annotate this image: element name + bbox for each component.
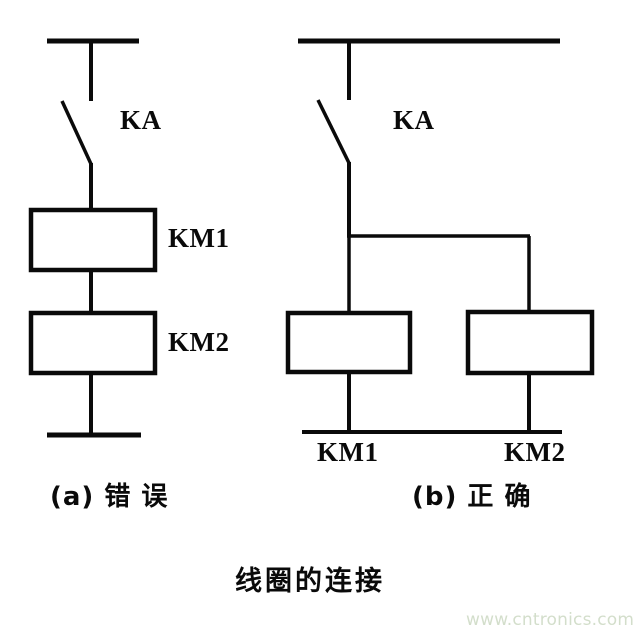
left-km2-coil-box <box>28 310 158 376</box>
label-right-ka: KA <box>393 105 435 135</box>
figure-title: 线圈的连接 <box>235 566 385 597</box>
label-right-km2: KM2 <box>504 437 566 467</box>
circuit-right-parallel <box>285 38 595 434</box>
left-km1-coil-box <box>28 207 158 273</box>
left-ka-switch-blade <box>60 100 93 165</box>
label-left-km1: KM1 <box>168 223 230 253</box>
caption-panel-a: (a) 错 误 <box>50 482 169 512</box>
label-right-km1: KM1 <box>317 437 379 467</box>
circuit-left-series <box>28 38 158 438</box>
label-left-km2: KM2 <box>168 327 230 357</box>
watermark-url: www.cntronics.com <box>466 610 635 630</box>
right-km1-coil-box <box>285 310 413 375</box>
right-ka-switch-blade <box>316 99 351 164</box>
right-km2-coil-box <box>465 309 595 376</box>
caption-panel-b: (b) 正 确 <box>412 482 532 512</box>
label-left-ka: KA <box>120 105 162 135</box>
